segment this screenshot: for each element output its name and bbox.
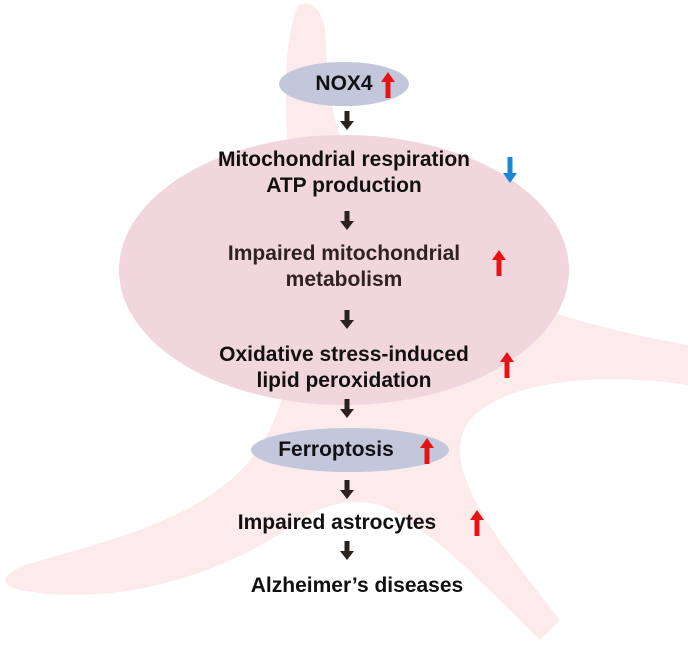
- metabolism-node: Impaired mitochondrial metabolism: [0, 241, 688, 293]
- astrocytes-node: Impaired astrocytes: [0, 510, 681, 536]
- respiration-line2: ATP production: [266, 174, 422, 197]
- alzheimers-node: Alzheimer’s diseases: [13, 573, 688, 599]
- metabolism-line1: Impaired mitochondrial: [227, 242, 461, 265]
- flow-arrow-6-icon: [340, 541, 354, 560]
- nox4-up-arrow-icon: [381, 72, 395, 98]
- respiration-node: Mitochondrial respiration ATP production: [0, 147, 688, 199]
- oxidative-node: Oxidative stress-induced lipid peroxidat…: [0, 342, 688, 394]
- alzheimers-label: Alzheimer’s diseases: [250, 574, 464, 597]
- nox4-node: NOX4: [0, 71, 688, 97]
- flow-arrow-3-icon: [340, 310, 354, 329]
- oxidative-line1: Oxidative stress-induced: [219, 343, 469, 366]
- metabolism-line2: metabolism: [285, 268, 403, 291]
- astrocytes-label: Impaired astrocytes: [237, 511, 437, 534]
- metabolism-up-arrow-icon: [492, 250, 506, 276]
- ferroptosis-node: Ferroptosis: [0, 437, 680, 463]
- flow-arrow-2-icon: [340, 211, 354, 230]
- respiration-line1: Mitochondrial respiration: [217, 148, 471, 171]
- mitochondria-ellipse: [119, 135, 569, 405]
- oxidative-up-arrow-icon: [500, 352, 514, 378]
- flow-arrow-1-icon: [340, 111, 354, 130]
- nox4-pill: [279, 62, 409, 106]
- flow-arrow-4-icon: [340, 399, 354, 418]
- ferroptosis-label: Ferroptosis: [278, 438, 394, 461]
- nox4-label: NOX4: [315, 72, 373, 95]
- ferroptosis-pill: [251, 428, 449, 472]
- oxidative-line2: lipid peroxidation: [256, 369, 432, 392]
- flow-arrow-5-icon: [340, 480, 354, 499]
- ferroptosis-up-arrow-icon: [420, 438, 434, 464]
- respiration-down-arrow-icon: [503, 157, 517, 183]
- astrocytes-up-arrow-icon: [470, 510, 484, 536]
